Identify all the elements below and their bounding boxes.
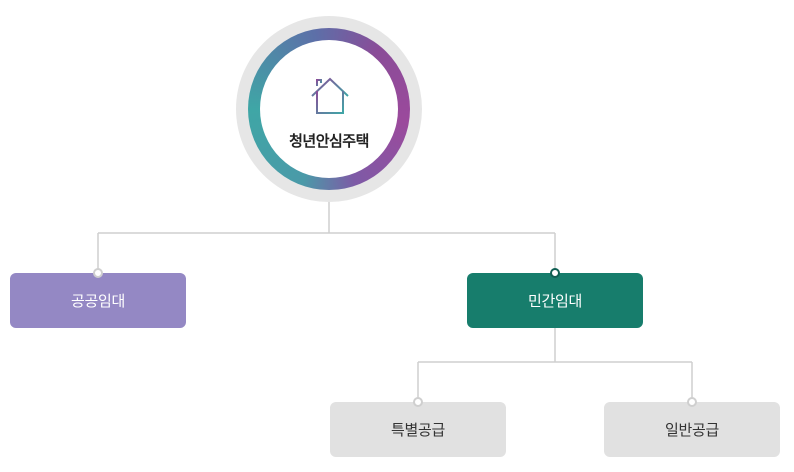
house-icon	[311, 77, 349, 114]
connector-dot-private	[550, 268, 560, 278]
root-inner: 청년안심주택	[260, 40, 398, 178]
connector-dot-general	[687, 397, 697, 407]
node-general-supply[interactable]: 일반공급	[604, 402, 780, 457]
node-private-rental-label: 민간임대	[527, 292, 582, 310]
root-label: 청년안심주택	[289, 132, 369, 150]
node-private-rental[interactable]: 민간임대	[467, 273, 643, 328]
node-public-rental-label: 공공임대	[70, 292, 125, 310]
node-public-rental[interactable]: 공공임대	[10, 273, 186, 328]
node-general-supply-label: 일반공급	[664, 421, 719, 439]
root-ring: 청년안심주택	[248, 28, 410, 190]
connector-dot-special	[413, 397, 423, 407]
connector-dot-public	[93, 268, 103, 278]
root-node: 청년안심주택	[236, 16, 422, 202]
node-special-supply[interactable]: 특별공급	[330, 402, 506, 457]
node-special-supply-label: 특별공급	[390, 421, 445, 439]
